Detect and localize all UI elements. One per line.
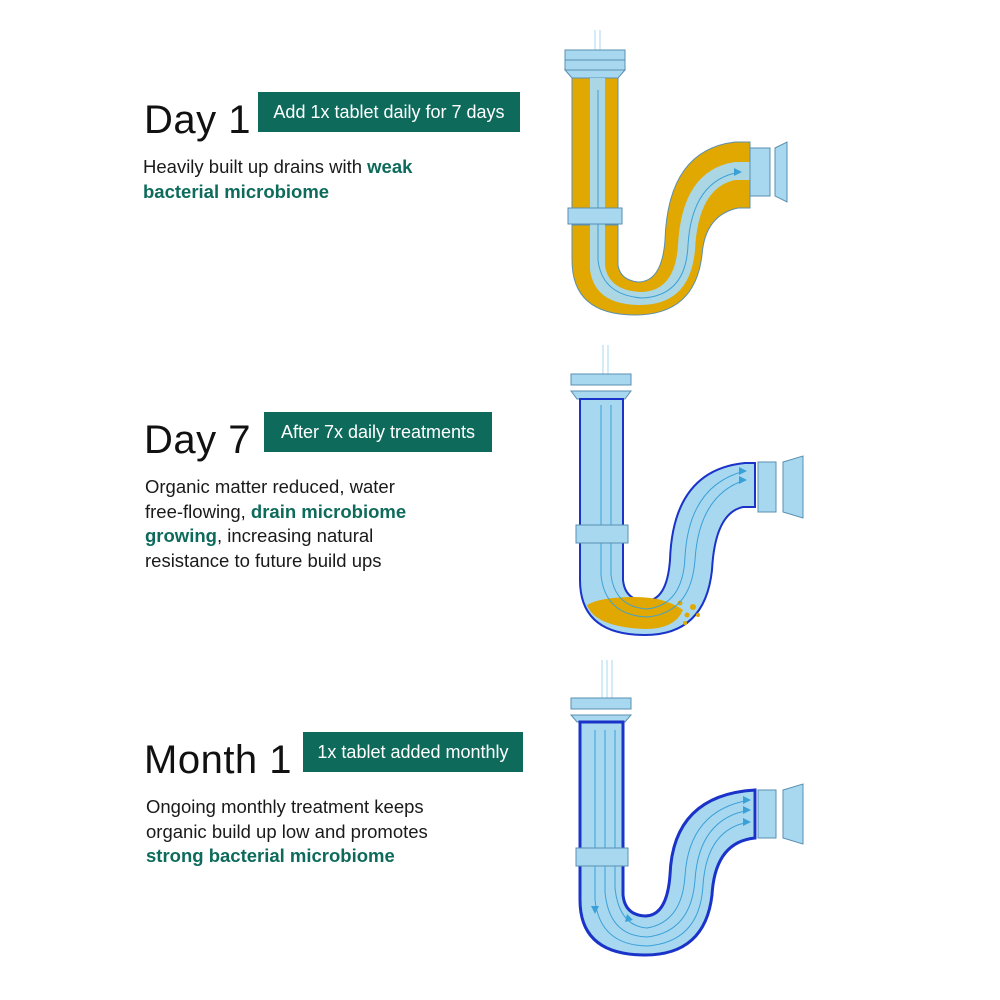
- treatment-badge: Add 1x tablet daily for 7 days: [258, 92, 520, 132]
- stage-title: Month 1: [144, 738, 293, 782]
- stage-description: Organic matter reduced, water free-flowi…: [145, 476, 407, 571]
- pipe-trap-clear: [569, 660, 804, 957]
- stage-day-7: Day 7 After 7x daily treatments Organic …: [0, 320, 1000, 640]
- stage-day-1: Day 1 Add 1x tablet daily for 7 days Hea…: [0, 0, 1000, 320]
- pipe-trap-reduced-buildup: [570, 345, 804, 637]
- stage-description: Heavily built up drains with weak bacter…: [143, 156, 413, 202]
- highlight-text: strong bacterial microbiome: [146, 845, 395, 866]
- stage-description: Ongoing monthly treatment keeps organic …: [146, 796, 428, 866]
- stage-month-1: Month 1 1x tablet added monthly Ongoing …: [0, 640, 1000, 960]
- stage-title: Day 1: [144, 98, 251, 142]
- stage-title: Day 7: [144, 418, 251, 462]
- treatment-badge: After 7x daily treatments: [264, 412, 492, 452]
- highlight-text: drain microbiome growing: [145, 500, 407, 547]
- pipe-trap-heavy-buildup: [563, 30, 788, 316]
- highlight-text: weak bacterial microbiome: [143, 156, 413, 202]
- treatment-badge: 1x tablet added monthly: [303, 732, 523, 772]
